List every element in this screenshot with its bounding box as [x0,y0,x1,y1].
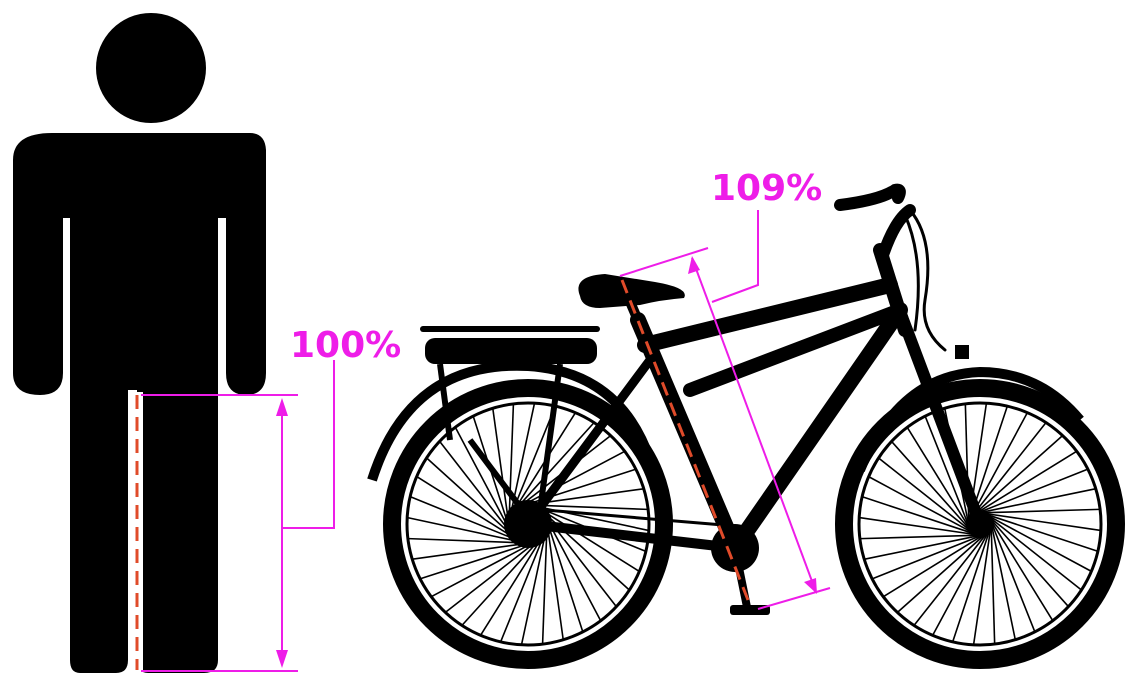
wheel-spoke [991,520,1067,606]
wheel-spoke [992,524,1034,631]
inseam-percentage-label: 100% [290,325,401,366]
seat-tube-percentage-label: 109% [711,168,822,209]
wheel-spoke [463,541,538,624]
wheel-spoke [976,436,1062,512]
wheel-spoke [980,470,1087,512]
wheel-spoke [873,536,980,578]
wheel-spoke [481,539,541,634]
wheel-spoke [427,459,510,534]
wheel-spoke [984,509,1099,512]
wheel-spoke [543,531,547,643]
wheel-spoke [898,535,984,611]
wheel-spoke [409,539,521,543]
wheel-spoke [861,535,976,538]
wheel-spoke [543,511,638,571]
wheel-spoke [535,505,647,509]
wheel-spoke [991,528,994,643]
rear-rack [420,326,600,520]
wheel-spoke [418,477,513,537]
